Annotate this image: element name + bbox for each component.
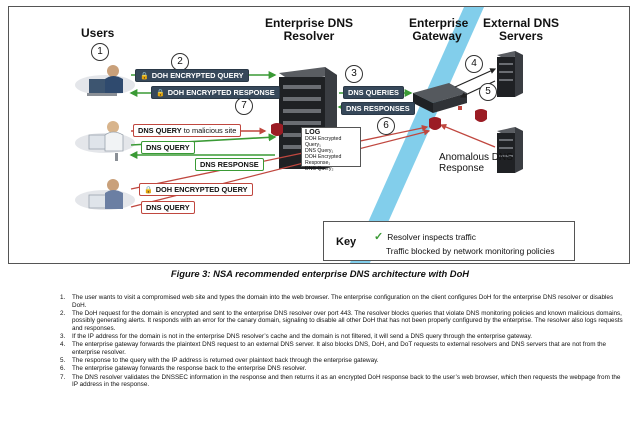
step-number: 5.: [60, 357, 66, 365]
external-server-2-icon: [497, 127, 523, 173]
dns-blocked-box: DNS QUERY: [141, 201, 195, 214]
step-item: 4. The enterprise gateway forwards the pl…: [60, 341, 625, 356]
arrow-anomalous-blocked: [439, 123, 496, 148]
step-marker-5: 5: [479, 83, 497, 101]
arrow-doh-blocked: [130, 124, 429, 190]
step-item: 7. The DNS resolver validates the DNSSEC …: [60, 374, 625, 389]
legend-key: Key ✓Resolver inspects traffic Traffic b…: [323, 221, 575, 261]
step-number: 4.: [60, 341, 66, 349]
lock-icon: 🔒: [156, 90, 165, 97]
malicious-query-rest: to malicious site: [181, 126, 237, 135]
arrow-gateway-to-external: [454, 68, 497, 88]
log-line: DOH Encrypted Query₁: [305, 136, 342, 148]
doh-blocked-box: 🔒DOH ENCRYPTED QUERY: [139, 183, 253, 196]
step-number: 2.: [60, 309, 66, 317]
figure-caption: Figure 3: NSA recommended enterprise DNS…: [170, 268, 470, 279]
gateway-header: Enterprise Gateway: [409, 16, 469, 43]
gateway-router-icon: [413, 83, 467, 113]
dns-query-label: DNS QUERY: [146, 143, 190, 152]
block-shield-icon: [271, 109, 487, 136]
checkmark-icon: ✓: [374, 231, 384, 243]
key-row-blocked: Traffic blocked by network monitoring po…: [386, 246, 555, 256]
key-row-inspects: ✓Resolver inspects traffic: [374, 230, 476, 243]
step-marker-6: 6: [377, 117, 395, 135]
doh-query-box: 🔒DOH ENCRYPTED QUERY: [135, 69, 249, 82]
steps-list: 1. The user wants to visit a compromised …: [60, 294, 625, 389]
doh-response-label: DOH ENCRYPTED RESPONSE: [167, 88, 275, 97]
step-text: The enterprise gateway forwards the resp…: [72, 365, 307, 373]
step-item: 6. The enterprise gateway forwards the re…: [60, 365, 625, 373]
step-text: The user wants to visit a compromised we…: [72, 294, 614, 309]
lock-icon: 🔒: [140, 73, 149, 80]
step-text: The DoH request for the domain is encryp…: [72, 309, 623, 332]
architecture-diagram: Users Enterprise DNS Resolver Enterprise…: [8, 6, 630, 264]
key-title: Key: [336, 236, 357, 248]
log-line: DOH Encrypted Response₁: [305, 154, 342, 166]
lock-icon: 🔒: [144, 187, 153, 194]
doh-blocked-label: DOH ENCRYPTED QUERY: [155, 185, 248, 194]
user-2-icon: [75, 121, 135, 161]
external-header: External DNS Servers: [482, 16, 560, 43]
dns-responses-box: DNS RESPONSES: [341, 102, 415, 115]
doh-query-label: DOH ENCRYPTED QUERY: [151, 71, 244, 80]
step-number: 7.: [60, 373, 66, 381]
dns-query-box: DNS QUERY: [141, 141, 195, 154]
malicious-query-box: DNS QUERY to malicious site: [133, 124, 242, 137]
step-text: The response to the query with the IP ad…: [72, 357, 379, 365]
dns-response-box: DNS RESPONSE: [195, 158, 264, 171]
log-line: DNS Query₁: [305, 148, 334, 154]
step-text: The enterprise gateway forwards the plai…: [72, 341, 607, 356]
dns-queries-label: DNS QUERIES: [348, 88, 399, 97]
step-marker-4: 4: [465, 55, 483, 73]
resolver-header: Enterprise DNS Resolver: [264, 16, 354, 43]
user-1-icon: [75, 65, 135, 96]
step-number: 1.: [60, 294, 66, 301]
dns-response-label: DNS RESPONSE: [200, 160, 259, 169]
step-marker-1: 1: [91, 43, 109, 61]
log-line: DNS Query₂: [305, 166, 334, 172]
dns-queries-box: DNS QUERIES: [343, 86, 404, 99]
log-box: LOG DOH Encrypted Query₁ DNS Query₁ DOH …: [301, 127, 361, 172]
step-marker-3: 3: [345, 65, 363, 83]
anomalous-label: Anomalous DNS Response: [439, 152, 513, 174]
dns-responses-label: DNS RESPONSES: [346, 104, 410, 113]
user-3-icon: [75, 179, 135, 210]
step-number: 3.: [60, 333, 66, 341]
doh-response-box: 🔒DOH ENCRYPTED RESPONSE: [151, 86, 280, 99]
key-blocked-label: Traffic blocked by network monitoring po…: [386, 246, 555, 256]
dns-blocked-label: DNS QUERY: [146, 203, 190, 212]
step-item: 1. The user wants to visit a compromised …: [60, 294, 625, 309]
step-number: 6.: [60, 365, 66, 373]
step-text: If the IP address for the domain is not …: [72, 333, 533, 341]
log-title: LOG: [305, 129, 321, 136]
step-item: 2. The DoH request for the domain is encr…: [60, 310, 625, 333]
gateway-beam: [349, 7, 484, 263]
step-item: 3. If the IP address for the domain is no…: [60, 333, 625, 341]
key-inspects-label: Resolver inspects traffic: [387, 232, 476, 242]
step-marker-7: 7: [235, 97, 253, 115]
step-text: The DNS resolver validates the DNSSEC in…: [72, 373, 621, 389]
step-item: 5. The response to the query with the IP …: [60, 357, 625, 365]
external-server-1-icon: [497, 51, 523, 97]
users-header: Users: [81, 26, 115, 40]
malicious-query-bold: DNS QUERY: [138, 126, 182, 135]
